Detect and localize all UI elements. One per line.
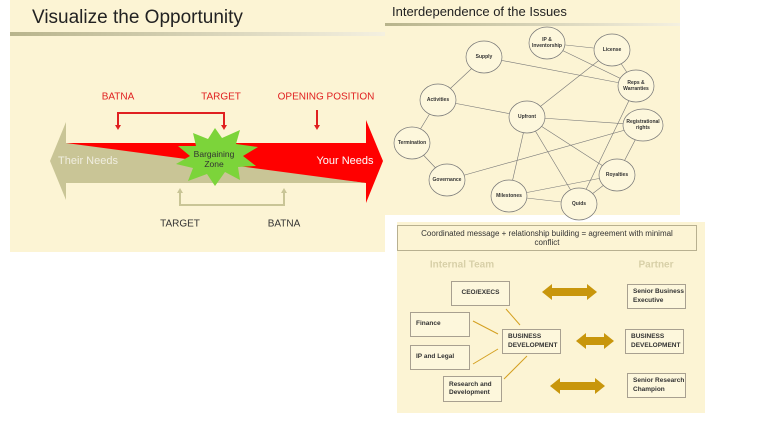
title-underline [385, 23, 680, 26]
network-node [560, 187, 598, 221]
network-node [393, 126, 431, 160]
header-box: Coordinated message + relationship build… [397, 225, 697, 251]
network-node [419, 83, 457, 117]
box-label: Senior Business Executive [633, 288, 684, 304]
network-node [465, 40, 503, 74]
network-edge [483, 56, 637, 87]
box-ip-legal: IP and Legal [410, 345, 470, 370]
network-node [490, 179, 528, 213]
network-node-label: Reps & Warranties [623, 80, 649, 92]
double-arrow-bd [576, 333, 614, 349]
network-node [593, 33, 631, 67]
network-node-label: Activities [426, 97, 450, 103]
red-bracket [117, 110, 318, 127]
network-node-label: IP & Inventorship [531, 37, 562, 49]
label-target-bottom: TARGET [160, 218, 200, 230]
double-arrow-executives [542, 284, 597, 300]
box-senior-research-champion: Senior Research Champion [627, 373, 686, 398]
box-ceo-execs: CEO/EXECS [451, 281, 510, 306]
internal-team-heading: Internal Team [429, 259, 495, 271]
network-node-label: Governance [432, 177, 462, 183]
box-label: BUSINESS DEVELOPMENT [508, 333, 558, 349]
network-node-label: License [602, 47, 622, 53]
network-node [617, 69, 655, 103]
network-node-label: Upfront [517, 114, 537, 120]
network-node-label: Quids [571, 201, 587, 207]
network-edge [446, 124, 644, 181]
box-finance: Finance [410, 312, 470, 337]
box-label: Finance [416, 320, 441, 328]
box-senior-business-executive: Senior Business Executive [627, 284, 686, 309]
network-node-label: Milestones [496, 193, 522, 199]
network-node [598, 158, 636, 192]
box-label: CEO/EXECS [461, 289, 500, 297]
network-node-label: Registrational rights [626, 119, 660, 131]
network-edge [578, 85, 637, 205]
title-underline [10, 32, 385, 36]
header-text: Coordinated message + relationship build… [421, 229, 673, 247]
tan-bracket [179, 192, 285, 206]
network-node [428, 163, 466, 197]
network-node [528, 26, 566, 60]
slide1-title: Visualize the Opportunity [32, 7, 243, 28]
label-target-top: TARGET [201, 91, 241, 103]
box-research-development: Research and Development [443, 376, 502, 402]
network-node-label: Royalties [605, 172, 629, 178]
box-label: Research and Development [449, 380, 492, 396]
box-partner-business-development: BUSINESS DEVELOPMENT [625, 329, 684, 354]
network-node-label: Termination [397, 140, 427, 146]
network-edge [526, 116, 618, 176]
label-bargaining-zone: Bargaining Zone [193, 149, 235, 169]
network-node [622, 108, 664, 142]
box-label: Senior Research Champion [633, 377, 685, 393]
partner-heading: Partner [638, 259, 674, 271]
bargaining-zone-star [176, 128, 258, 186]
network-edge [526, 49, 613, 118]
box-label: BUSINESS DEVELOPMENT [631, 333, 681, 349]
network-edge [526, 116, 580, 205]
network-node [508, 100, 546, 134]
label-opening-position: OPENING POSITION [277, 91, 375, 103]
label-batna-bottom: BATNA [267, 218, 301, 230]
network-node-label: Supply [475, 54, 493, 60]
label-batna-top: BATNA [101, 91, 135, 103]
label-their-needs: Their Needs [58, 155, 118, 167]
double-arrow-research [550, 378, 605, 394]
slide2-title: Interdependence of the Issues [392, 4, 567, 19]
slide-visualize-opportunity [10, 0, 385, 252]
box-label: IP and Legal [416, 353, 455, 361]
network-edge [508, 174, 618, 197]
label-your-needs: Your Needs [316, 155, 374, 167]
box-business-development: BUSINESS DEVELOPMENT [502, 329, 561, 354]
